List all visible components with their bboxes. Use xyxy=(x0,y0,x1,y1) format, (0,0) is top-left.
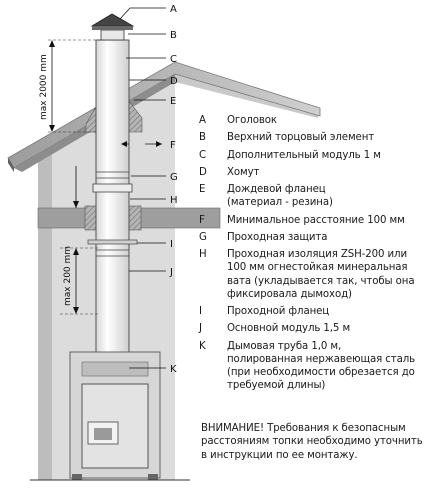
stove xyxy=(30,351,190,481)
legend-letter: I xyxy=(199,306,202,318)
legend-letter: F xyxy=(199,214,205,226)
legend-item: K Дымовая труба 1,0 м, полированная нерж… xyxy=(199,340,427,393)
dimension-bottom: max 200 mm xyxy=(60,166,100,315)
warning-note: ВНИМАНИЕ! Требования к безопасным рассто… xyxy=(201,423,423,461)
legend-letter: A xyxy=(199,115,206,126)
leader-lines xyxy=(119,7,166,369)
callout-h: H xyxy=(170,195,178,206)
legend-text: Минимальное расстояние 100 мм xyxy=(227,214,405,226)
callout-i: I xyxy=(170,239,173,250)
dimension-bottom-label: max 200 mm xyxy=(63,246,73,306)
legend-text: Дождевой фланец (материал - резина) xyxy=(227,184,333,209)
legend-text: Дополнительный модуль 1 м xyxy=(227,149,381,161)
legend-item: D Хомут xyxy=(199,166,427,179)
callout-d: D xyxy=(170,76,178,87)
dimension-top: max 2000 mm xyxy=(39,39,104,133)
callout-k: K xyxy=(170,364,177,375)
legend-letter: K xyxy=(199,340,206,352)
legend-text: Дымовая труба 1,0 м, полированная нержав… xyxy=(227,340,416,392)
legend-letter: H xyxy=(199,249,207,261)
callout-letters: A B C D E F G H I J K xyxy=(169,4,178,375)
legend-item: F Минимальное расстояние 100 мм xyxy=(199,214,427,227)
callout-c: C xyxy=(170,54,177,65)
callout-f: F xyxy=(170,140,176,151)
legend-item: E Дождевой фланец (материал - резина) xyxy=(199,183,427,209)
callout-b: B xyxy=(170,30,177,41)
legend-item: I Проходной фланец xyxy=(199,305,427,318)
legend-letter: C xyxy=(199,149,207,161)
legend-item: B Верхний торцовый элемент xyxy=(199,131,427,144)
dimension-top-label: max 2000 mm xyxy=(39,54,49,120)
legend-item: A Оголовок xyxy=(199,114,427,127)
legend-item: C Дополнительный модуль 1 м xyxy=(199,149,427,162)
legend-item: G Проходная защита xyxy=(199,231,427,244)
callout-g: G xyxy=(170,172,178,183)
legend-letter: D xyxy=(199,166,207,178)
legend-text: Проходной фланец xyxy=(227,306,330,318)
legend-text: Проходная изоляция ZSH-200 или 100 мм ог… xyxy=(227,249,415,300)
legend-letter: J xyxy=(199,323,202,335)
legend-letter: B xyxy=(199,132,206,144)
chimney-cap xyxy=(90,13,135,41)
legend-text: Хомут xyxy=(227,166,260,178)
callout-a: A xyxy=(170,4,177,15)
legend-text: Основной модуль 1,5 м xyxy=(227,323,351,335)
callout-j: J xyxy=(169,267,173,278)
legend-text: Верхний торцовый элемент xyxy=(227,132,375,144)
legend-item: H Проходная изоляция ZSH-200 или 100 мм … xyxy=(199,248,427,301)
legend-text: Оголовок xyxy=(227,115,277,126)
legend-letter: E xyxy=(199,184,206,196)
legend-item: J Основной модуль 1,5 м xyxy=(199,322,427,335)
legend-text: Проходная защита xyxy=(227,231,328,243)
legend: A Оголовок B Верхний торцовый элемент C … xyxy=(199,114,427,397)
callout-e: E xyxy=(170,96,176,107)
legend-letter: G xyxy=(199,231,207,243)
